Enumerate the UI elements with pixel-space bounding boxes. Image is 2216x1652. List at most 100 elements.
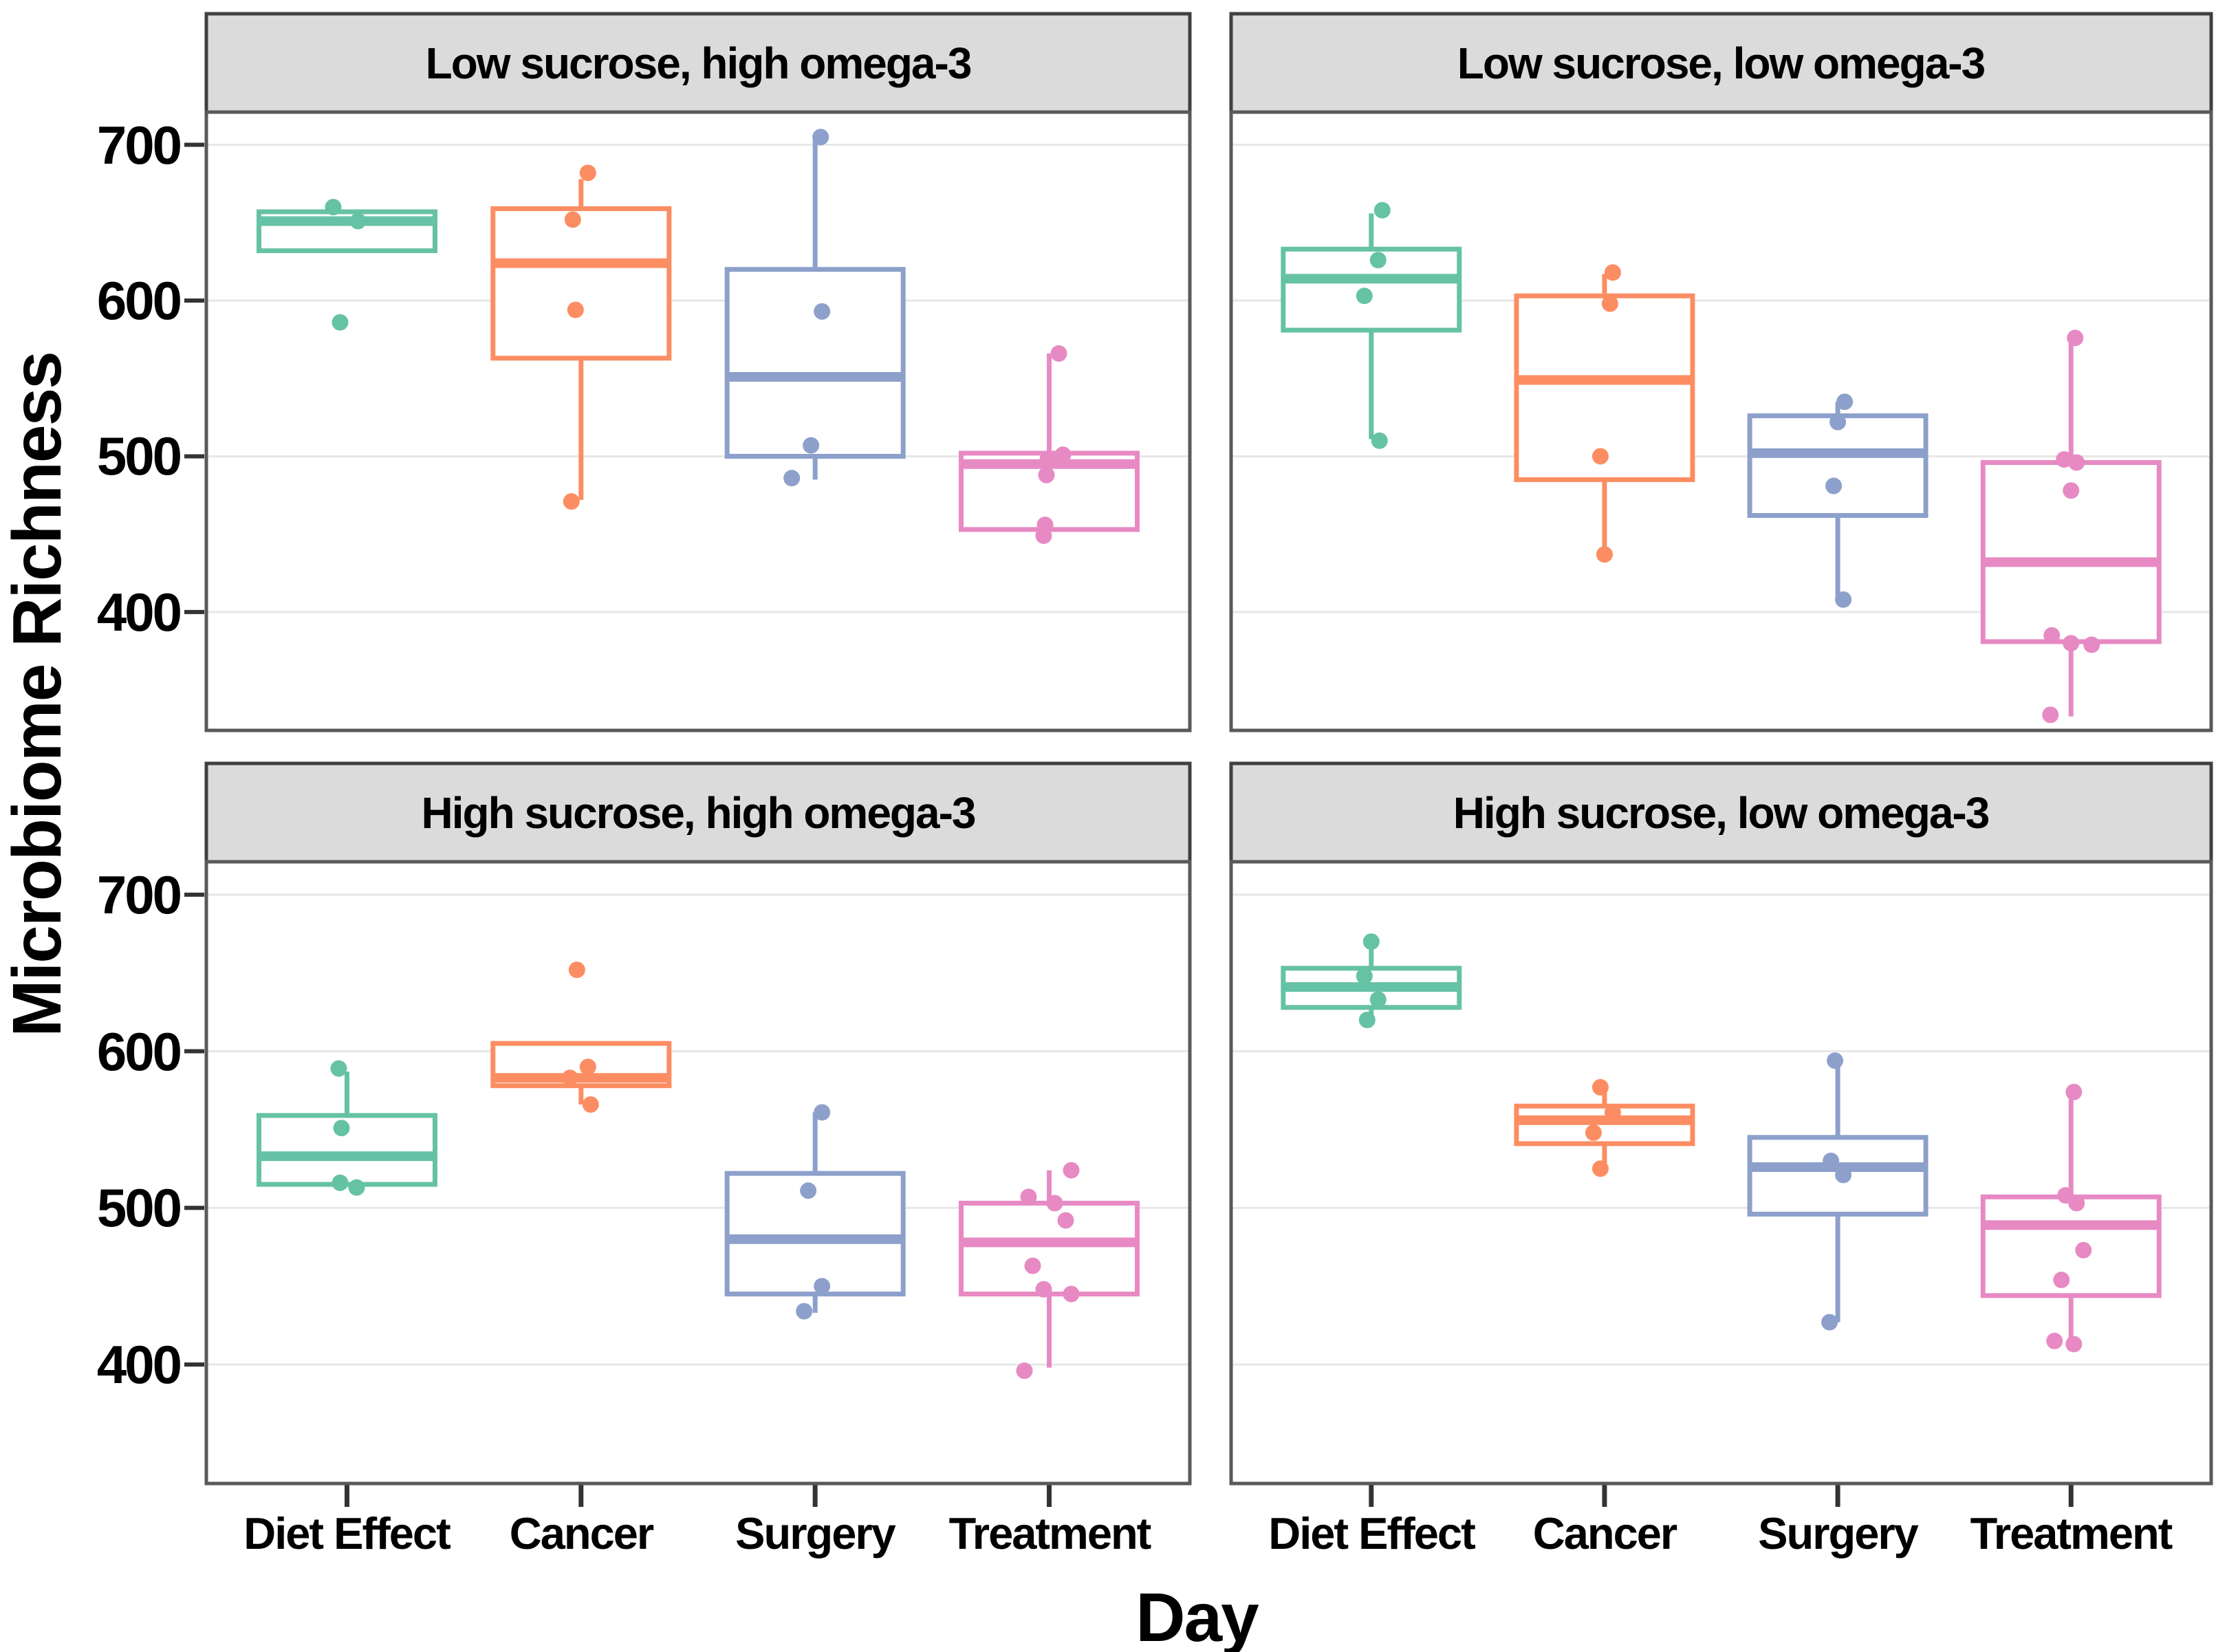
jitter-point	[1362, 933, 1380, 950]
y-tick-label: 400	[97, 582, 181, 642]
jitter-point	[1020, 1188, 1037, 1206]
jitter-point	[1038, 466, 1055, 483]
panel-border	[1229, 860, 2213, 1486]
jitter-point	[1371, 432, 1388, 449]
y-tick-label: 500	[97, 426, 181, 486]
jitter-point	[2056, 450, 2073, 468]
jitter-point	[1829, 413, 1847, 431]
x-tick-label: Cancer	[1533, 1508, 1677, 1558]
jitter-point	[2065, 1083, 2083, 1100]
jitter-point	[812, 129, 829, 146]
jitter-point	[796, 1303, 813, 1320]
box-group-cancer	[490, 164, 672, 510]
facet-title-bottom-right: High sucrose, low omega-3	[1453, 788, 1989, 838]
box-group-treatment	[1980, 329, 2162, 724]
y-axis-title: Microbiome Richness	[0, 352, 76, 1037]
facet-panel-2	[184, 761, 1192, 1507]
jitter-point	[1369, 252, 1387, 269]
jitter-point	[1601, 295, 1618, 312]
x-tick-label: Diet Effect	[1268, 1508, 1475, 1558]
jitter-point	[2063, 482, 2080, 499]
jitter-point	[1024, 1257, 1041, 1274]
box-group-diet-effect	[256, 199, 437, 331]
jitter-point	[1016, 1362, 1033, 1380]
box-group-diet-effect	[256, 1060, 437, 1196]
jitter-point	[1035, 1281, 1052, 1298]
jitter-point	[2068, 454, 2085, 471]
box	[959, 1200, 1140, 1296]
jitter-point	[1046, 1195, 1063, 1212]
box	[490, 206, 672, 361]
jitter-point	[1592, 1160, 1609, 1177]
jitter-point	[1039, 450, 1056, 468]
box-group-treatment	[959, 345, 1140, 544]
panel-border	[204, 110, 1192, 732]
jitter-point	[1356, 968, 1373, 985]
box-group-surgery	[724, 129, 906, 487]
jitter-point	[2046, 1332, 2063, 1349]
jitter-point	[1836, 393, 1854, 411]
y-tick-label: 700	[97, 865, 181, 925]
box-group-surgery	[1747, 1052, 1929, 1331]
panel-background	[1231, 862, 2211, 1483]
jitter-point	[579, 164, 596, 182]
jitter-point	[1356, 287, 1373, 305]
box-group-cancer	[490, 961, 672, 1113]
facet-strip	[204, 12, 1192, 114]
facet-title-top-right: Low sucrose, low omega-3	[1457, 39, 1985, 88]
jitter-point	[2065, 1336, 2083, 1353]
jitter-point	[579, 1058, 596, 1076]
y-tick-label: 400	[97, 1334, 181, 1395]
jitter-point	[1050, 345, 1067, 362]
jitter-point	[1035, 527, 1052, 544]
jitter-point	[2083, 636, 2100, 653]
box-group-diet-effect	[1281, 933, 1462, 1028]
jitter-point	[332, 314, 349, 331]
box	[724, 267, 906, 459]
box-group-surgery	[1747, 393, 1929, 608]
jitter-point	[564, 211, 581, 228]
jitter-point	[783, 470, 801, 487]
y-tick-label: 700	[97, 115, 181, 175]
x-tick-label: Surgery	[735, 1508, 896, 1558]
jitter-point	[1592, 1078, 1609, 1096]
jitter-point	[567, 301, 584, 318]
jitter-point	[2075, 1241, 2092, 1259]
jitter-point	[814, 303, 831, 320]
jitter-point	[349, 213, 367, 230]
box-group-treatment	[1980, 1083, 2162, 1353]
y-tick-label: 600	[97, 1021, 181, 1082]
box	[1980, 1194, 2162, 1298]
text-layer: Low sucrose, high omega-3 Low sucrose, l…	[0, 39, 2174, 1652]
panel-border	[204, 860, 1192, 1486]
jitter-point	[2067, 329, 2084, 347]
jitter-point	[1373, 202, 1391, 219]
jitter-point	[563, 493, 580, 510]
jitter-point	[803, 437, 820, 454]
facet-title-bottom-left: High sucrose, high omega-3	[421, 788, 975, 838]
facet-panel-1	[1229, 12, 2213, 732]
x-tick-label: Cancer	[510, 1508, 654, 1558]
jitter-point	[2042, 706, 2059, 724]
jitter-point	[1604, 1104, 1621, 1121]
box-group-surgery	[724, 1104, 906, 1320]
panels-layer	[184, 12, 2213, 1507]
jitter-point	[2043, 627, 2061, 644]
facet-panel-3	[1229, 761, 2213, 1507]
jitter-point	[814, 1104, 831, 1121]
jitter-point	[1057, 1212, 1074, 1229]
jitter-point	[568, 961, 585, 979]
x-tick-label: Treatment	[949, 1508, 1151, 1558]
facet-strip	[1229, 761, 2213, 864]
jitter-point	[1585, 1124, 1602, 1141]
jitter-point	[332, 1174, 349, 1191]
box	[1747, 1135, 1929, 1217]
jitter-point	[2053, 1271, 2070, 1288]
x-tick-label: Diet Effect	[243, 1508, 450, 1558]
jitter-point	[1821, 1314, 1838, 1331]
jitter-point	[1604, 264, 1621, 281]
jitter-point	[1063, 1285, 1080, 1303]
box-group-diet-effect	[1281, 202, 1462, 449]
